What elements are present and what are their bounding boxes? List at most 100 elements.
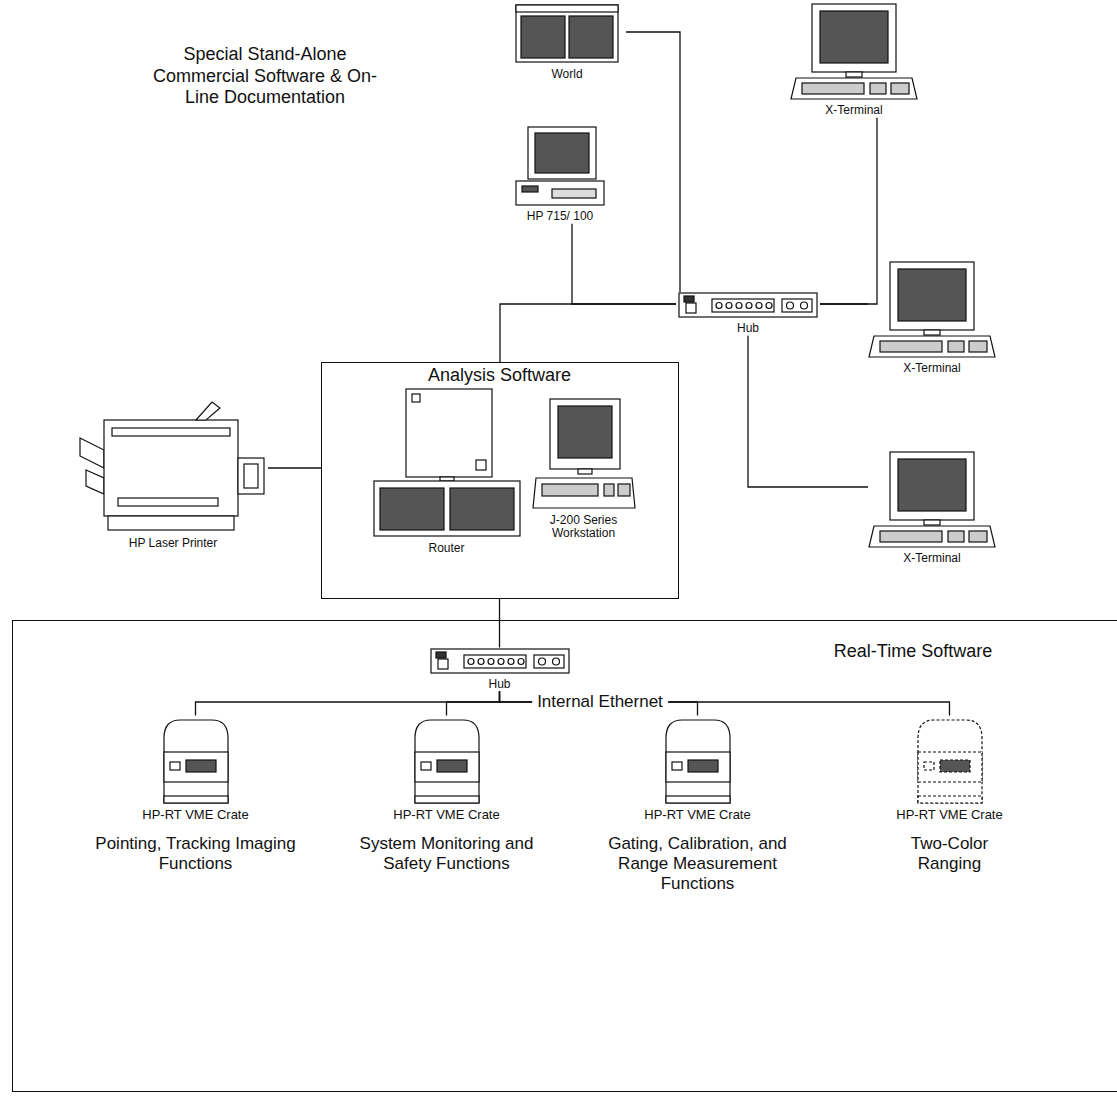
icon-part	[869, 336, 995, 357]
icon-part	[468, 658, 474, 664]
icon-part	[891, 83, 909, 94]
icon-part	[898, 459, 966, 511]
crate-icon	[912, 716, 988, 804]
icon-part	[415, 796, 479, 803]
icon-part	[534, 655, 564, 668]
icon-part	[969, 531, 987, 542]
icon-part	[712, 299, 774, 312]
icon-part	[686, 303, 696, 313]
icon-part	[948, 341, 964, 352]
icon-part	[918, 796, 982, 803]
device-label: World	[551, 68, 582, 82]
icon-part	[756, 303, 762, 309]
icon-part	[726, 303, 732, 309]
icon-part	[464, 655, 526, 668]
icon-part	[679, 293, 817, 317]
icon-part	[374, 481, 520, 536]
icon-part	[516, 181, 604, 205]
device-label: Hub	[488, 678, 510, 692]
function-label: System Monitoring and Safety Functions	[347, 834, 547, 873]
xterm-icon	[868, 452, 996, 548]
icon-part	[450, 488, 514, 530]
icon-part	[238, 458, 264, 494]
icon-part	[672, 762, 682, 770]
icon-part	[569, 16, 613, 58]
icon-part	[164, 752, 228, 782]
icon-part	[940, 760, 970, 772]
function-label: Two-Color Ranging	[895, 834, 1005, 873]
icon-part	[880, 531, 942, 542]
network-cable	[820, 303, 868, 304]
printer-icon	[78, 398, 268, 533]
network-cable	[748, 336, 868, 487]
icon-part	[508, 658, 514, 664]
icon-part	[948, 531, 964, 542]
icon-part	[406, 389, 492, 477]
icon-part	[533, 478, 635, 508]
icon-part	[521, 16, 565, 58]
icon-part	[618, 484, 630, 496]
icon-part	[516, 5, 618, 62]
hub-icon	[678, 292, 818, 318]
icon-part	[86, 470, 104, 494]
icon-part	[812, 4, 896, 72]
icon-part	[802, 83, 864, 94]
icon-part	[538, 658, 545, 665]
icon-part	[522, 186, 538, 192]
network-hub: Hub	[430, 648, 570, 692]
group-title: Analysis Software	[322, 365, 677, 386]
icon-part	[924, 762, 934, 770]
icon-part	[869, 526, 995, 547]
workstation-pc: HP 715/ 100	[512, 126, 608, 224]
network-cable	[820, 118, 877, 304]
icon-part	[170, 762, 180, 770]
icon-part	[518, 658, 524, 664]
icon-part	[80, 438, 104, 468]
icon-part	[415, 752, 479, 782]
xterm-icon	[790, 4, 918, 100]
router-icon	[372, 388, 522, 538]
vme-crate: HP-RT VME CrateGating, Calibration, and …	[580, 716, 816, 894]
group-title: Real-Time Software	[793, 641, 1033, 662]
device-label: X-Terminal	[903, 552, 960, 566]
crate-icon	[409, 716, 485, 804]
crate-icon	[660, 716, 736, 804]
icon-part	[578, 469, 592, 474]
icon-part	[604, 484, 614, 496]
network-cable	[500, 691, 950, 715]
network-cable	[626, 32, 680, 292]
icon-part	[870, 83, 886, 94]
workstation: J-200 Series Workstation	[528, 398, 640, 542]
device-label: Hub	[737, 322, 759, 336]
icon-part	[766, 303, 772, 309]
vme-crate: HP-RT VME CrateSystem Monitoring and Saf…	[329, 716, 565, 874]
hub-icon	[430, 648, 570, 674]
icon-part	[746, 303, 752, 309]
laser-printer: HP Laser Printer	[78, 398, 268, 551]
icon-part	[820, 11, 888, 63]
icon-part	[846, 72, 862, 77]
x-terminal: X-Terminal	[790, 4, 918, 118]
icon-part	[791, 78, 917, 99]
icon-part	[104, 420, 238, 516]
icon-part	[782, 299, 812, 312]
device-label: HP-RT VME Crate	[393, 808, 499, 823]
icon-part	[558, 406, 612, 458]
icon-part	[924, 520, 940, 525]
icon-part	[421, 762, 431, 770]
network-hub: Hub	[676, 292, 820, 336]
icon-part	[528, 127, 596, 179]
world-server: World	[508, 4, 626, 82]
icon-part	[164, 720, 228, 803]
icon-part	[684, 296, 694, 302]
icon-part	[550, 399, 620, 469]
icon-part	[688, 760, 718, 772]
device-label: X-Terminal	[903, 362, 960, 376]
icon-part	[552, 189, 596, 198]
icon-part	[186, 760, 216, 772]
pc-icon	[514, 126, 606, 206]
device-label: HP-RT VME Crate	[644, 808, 750, 823]
network-cable	[268, 467, 321, 468]
realtime-group: HubHP-RT VME CratePointing, Tracking Ima…	[12, 620, 1117, 1092]
icon-part	[969, 341, 987, 352]
